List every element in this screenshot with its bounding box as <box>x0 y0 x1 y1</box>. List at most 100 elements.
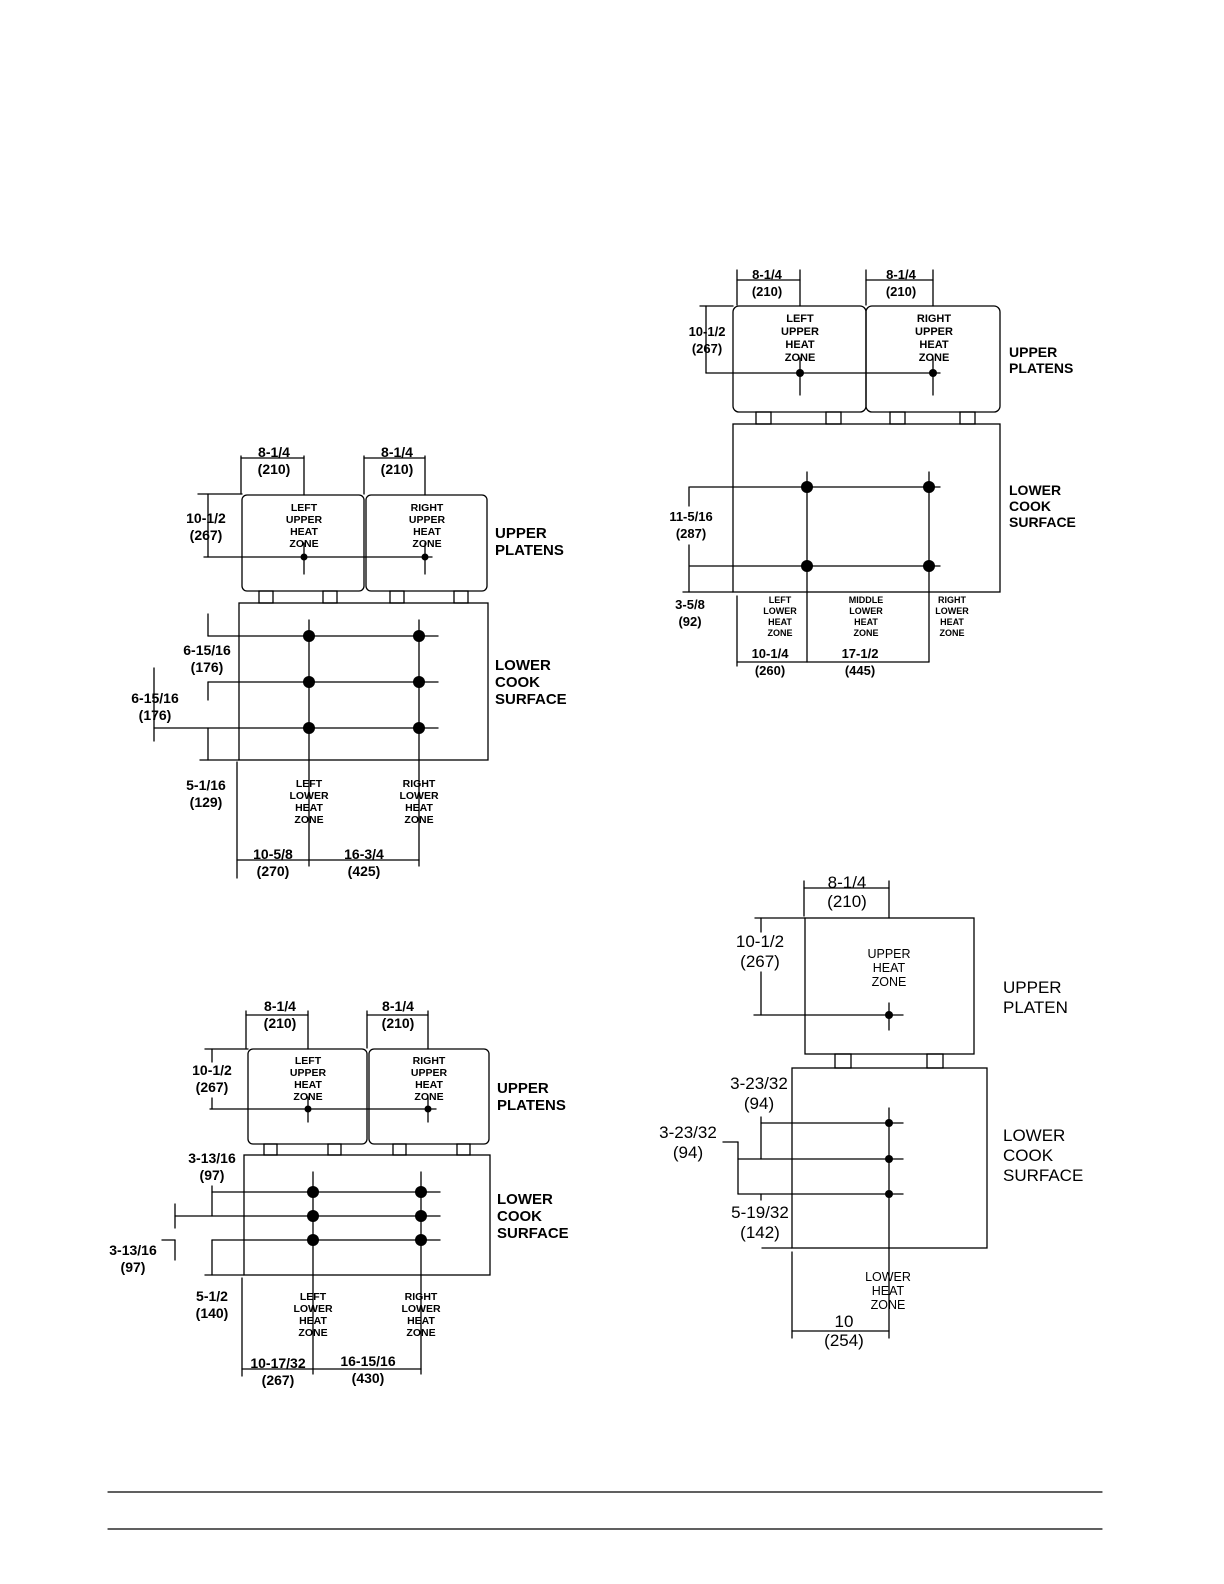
svg-text:SURFACE: SURFACE <box>495 691 567 708</box>
svg-text:HEAT: HEAT <box>919 339 948 351</box>
svg-text:HEAT: HEAT <box>873 961 906 975</box>
svg-text:(97): (97) <box>200 1167 225 1183</box>
upper-platens-label: UPPER <box>1009 344 1057 360</box>
diagram-a <box>153 455 489 879</box>
svg-text:HEAT: HEAT <box>413 526 441 538</box>
svg-text:(210): (210) <box>264 1015 297 1031</box>
svg-text:LOWER: LOWER <box>293 1303 332 1315</box>
svg-text:ZONE: ZONE <box>872 975 907 989</box>
left-lower-heat-zone-label: LEFT <box>296 778 323 790</box>
dim-b-spacing: 11-5/16 <box>669 509 712 524</box>
dim-b-top-left: 8-1/4 <box>752 267 782 282</box>
right-upper-heat-zone-label: RIGHT <box>917 313 952 325</box>
right-upper-platen <box>365 494 488 592</box>
svg-text:(140): (140) <box>196 1305 229 1321</box>
dim-d-upper-height: 10-1/2 <box>736 932 784 951</box>
lower-cook-surface-label: LOWER <box>1009 482 1061 498</box>
svg-text:UPPER: UPPER <box>411 1067 448 1079</box>
dim-c-bottom-left: 10-17/32 <box>250 1355 305 1371</box>
svg-text:ZONE: ZONE <box>919 352 950 364</box>
dim-a-bottom-left: 10-5/8 <box>253 846 293 862</box>
dim-a-top-right: 8-1/4 <box>381 444 413 460</box>
svg-text:ZONE: ZONE <box>412 538 441 550</box>
svg-text:(210): (210) <box>258 461 291 477</box>
dim-c-bottom-right: 16-15/16 <box>340 1353 395 1369</box>
svg-text:ZONE: ZONE <box>767 628 792 638</box>
svg-text:HEAT: HEAT <box>785 339 814 351</box>
svg-text:(254): (254) <box>824 1331 864 1350</box>
svg-text:LOWER: LOWER <box>849 606 883 616</box>
svg-text:(267): (267) <box>196 1079 229 1095</box>
svg-text:LOWER: LOWER <box>289 790 328 802</box>
dim-a-spacing-1: 6-15/16 <box>183 642 231 658</box>
svg-text:LOWER: LOWER <box>399 790 438 802</box>
svg-text:HEAT: HEAT <box>854 617 878 627</box>
svg-text:(445): (445) <box>845 663 875 678</box>
dim-a-top-left: 8-1/4 <box>258 444 290 460</box>
diagram-d <box>722 880 988 1339</box>
left-upper-platen <box>241 494 365 592</box>
dim-b-bottom-right: 17-1/2 <box>842 646 879 661</box>
svg-text:COOK: COOK <box>1003 1146 1054 1165</box>
svg-text:UPPER: UPPER <box>781 326 819 338</box>
diagram-d-text: 8-1/4 (210) 10-1/2 (267) 3-23/32 (94) 3-… <box>659 873 1083 1350</box>
right-upper-platen <box>368 1048 490 1145</box>
diagram-c <box>161 1010 491 1377</box>
svg-text:HEAT: HEAT <box>415 1079 443 1091</box>
dim-c-bottom-offset: 5-1/2 <box>196 1288 228 1304</box>
svg-text:SURFACE: SURFACE <box>497 1225 569 1242</box>
svg-text:HEAT: HEAT <box>294 1079 322 1091</box>
svg-text:ZONE: ZONE <box>404 814 433 826</box>
svg-text:UPPER: UPPER <box>409 514 446 526</box>
right-lower-heat-zone-label: RIGHT <box>938 595 967 605</box>
svg-text:ZONE: ZONE <box>939 628 964 638</box>
right-upper-heat-zone-label: RIGHT <box>411 502 444 514</box>
svg-text:(92): (92) <box>678 614 701 629</box>
svg-text:PLATENS: PLATENS <box>1009 360 1073 376</box>
svg-text:(142): (142) <box>740 1223 780 1242</box>
svg-text:UPPER: UPPER <box>286 514 323 526</box>
svg-text:(267): (267) <box>740 952 780 971</box>
svg-text:(425): (425) <box>348 863 381 879</box>
diagram-b-text: 8-1/4 (210) 8-1/4 (210) 10-1/2 (267) 11-… <box>669 267 1076 678</box>
svg-text:SURFACE: SURFACE <box>1003 1166 1083 1185</box>
svg-text:(94): (94) <box>744 1094 774 1113</box>
diagram-b <box>682 269 1001 667</box>
svg-text:(210): (210) <box>381 461 414 477</box>
upper-platen-label: UPPER <box>1003 978 1062 997</box>
svg-text:HEAT: HEAT <box>290 526 318 538</box>
diagram-a-text: 8-1/4 (210) 8-1/4 (210) 10-1/2 (267) 6-1… <box>131 444 566 879</box>
dim-c-top-right: 8-1/4 <box>382 998 414 1014</box>
svg-text:(129): (129) <box>190 794 223 810</box>
svg-text:(97): (97) <box>121 1259 146 1275</box>
svg-text:SURFACE: SURFACE <box>1009 514 1076 530</box>
svg-text:HEAT: HEAT <box>768 617 792 627</box>
dim-b-bottom-offset: 3-5/8 <box>675 597 705 612</box>
svg-text:COOK: COOK <box>1009 498 1051 514</box>
right-lower-heat-zone-label: RIGHT <box>403 778 436 790</box>
dim-d-bottom-offset: 5-19/32 <box>731 1203 789 1222</box>
svg-text:(267): (267) <box>692 341 722 356</box>
svg-text:(176): (176) <box>139 707 172 723</box>
svg-text:HEAT: HEAT <box>299 1315 327 1327</box>
svg-text:(260): (260) <box>755 663 785 678</box>
svg-text:HEAT: HEAT <box>407 1315 435 1327</box>
dim-d-bottom: 10 <box>835 1312 854 1331</box>
svg-text:COOK: COOK <box>495 674 540 691</box>
dim-b-top-right: 8-1/4 <box>886 267 916 282</box>
svg-text:ZONE: ZONE <box>294 814 323 826</box>
left-lower-heat-zone-label: LEFT <box>769 595 792 605</box>
dim-d-top: 8-1/4 <box>828 873 867 892</box>
left-upper-heat-zone-label: LEFT <box>786 313 814 325</box>
svg-text:(270): (270) <box>257 863 290 879</box>
lower-heat-zone-label: LOWER <box>865 1270 911 1284</box>
svg-text:(210): (210) <box>827 892 867 911</box>
svg-text:UPPER: UPPER <box>290 1067 327 1079</box>
svg-text:UPPER: UPPER <box>915 326 953 338</box>
svg-text:HEAT: HEAT <box>940 617 964 627</box>
svg-text:(267): (267) <box>190 527 223 543</box>
dim-a-bottom-right: 16-3/4 <box>344 846 384 862</box>
svg-text:HEAT: HEAT <box>295 802 323 814</box>
middle-lower-heat-zone-label: MIDDLE <box>849 595 884 605</box>
